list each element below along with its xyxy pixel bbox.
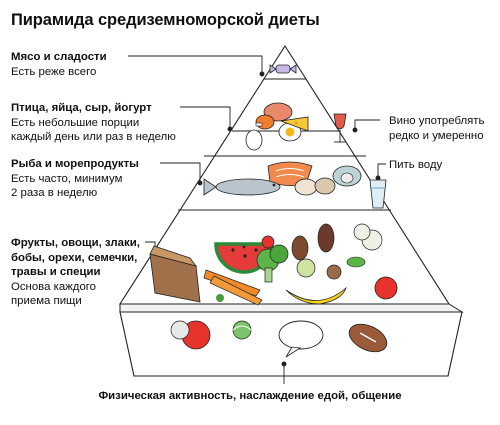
tier-desc: Есть небольшие порции bbox=[11, 116, 140, 129]
carrot-icon bbox=[203, 269, 263, 306]
wine-glass-icon bbox=[333, 113, 347, 143]
tier-heading: Мясо и сладости bbox=[11, 51, 107, 63]
leader-dot bbox=[197, 180, 203, 186]
cheese-icon bbox=[280, 116, 309, 132]
water-note: Пить воду bbox=[389, 159, 443, 171]
leader-line bbox=[377, 163, 386, 178]
leader-dot bbox=[352, 127, 358, 133]
fish-icon bbox=[203, 178, 281, 196]
leader-dot bbox=[375, 175, 381, 181]
tier-heading: травы и специи bbox=[11, 266, 101, 279]
base-caption: Физическая активность, наслаждение едой,… bbox=[98, 390, 402, 402]
tier-desc: приема пищи bbox=[11, 295, 82, 308]
egg-icon bbox=[245, 122, 302, 151]
tier-heading: Птица, яйца, сыр, йогурт bbox=[11, 102, 152, 114]
chicken-leg-icon bbox=[255, 114, 275, 130]
football-icon bbox=[348, 323, 388, 353]
tier-desc: каждый день или раз в неделю bbox=[11, 131, 176, 144]
tier-meat-sweets-label: Мясо и сладости Есть реже всего bbox=[11, 50, 107, 79]
leader-dot bbox=[259, 71, 265, 77]
tier-desc: 2 раза в неделю bbox=[11, 187, 98, 200]
mushroom-icon bbox=[294, 177, 336, 196]
tier-heading: бобы, орехи, семечки, bbox=[11, 251, 138, 264]
tier-desc: Есть реже всего bbox=[11, 65, 97, 78]
wine-note-line: редко и умеренно bbox=[389, 129, 484, 142]
tier-heading: Рыба и морепродукты bbox=[11, 158, 139, 170]
banana-icon bbox=[285, 286, 347, 305]
tier-fish-label: Рыба и морепродукты Есть часто, минимум … bbox=[11, 157, 139, 201]
tier-plants-label: Фрукты, овощи, злаки, бобы, орехи, семеч… bbox=[11, 236, 140, 309]
oyster-icon bbox=[332, 165, 362, 187]
tier-heading: Фрукты, овощи, злаки, bbox=[11, 237, 140, 249]
page-title: Пирамида средиземноморской диеты bbox=[11, 11, 320, 29]
eggplant-icon bbox=[291, 223, 335, 261]
leader-line bbox=[160, 162, 201, 183]
tennis-ball-icon bbox=[170, 320, 252, 350]
radish-icon bbox=[296, 258, 342, 280]
tier-poultry-label: Птица, яйца, сыр, йогурт Есть небольшие … bbox=[11, 101, 176, 145]
base-block bbox=[119, 303, 464, 313]
bread-icon bbox=[149, 245, 201, 303]
tier-desc: Есть часто, минимум bbox=[11, 172, 123, 185]
leader-dot bbox=[281, 361, 287, 367]
leader-dot bbox=[227, 126, 233, 132]
leader-line bbox=[180, 106, 231, 130]
water-glass-icon bbox=[369, 179, 387, 209]
chocolate-icon bbox=[216, 294, 224, 302]
leader-line bbox=[354, 119, 380, 130]
speech-bubble-icon bbox=[278, 320, 324, 358]
cauliflower-icon bbox=[346, 223, 383, 268]
tier-desc: Основа каждого bbox=[11, 280, 97, 293]
candy-icon bbox=[269, 64, 297, 74]
wine-note-line: Вино употреблять bbox=[389, 115, 485, 127]
broccoli-icon bbox=[256, 244, 289, 283]
tomato-icon bbox=[261, 235, 398, 300]
wine-note: Вино употреблять редко и умеренно bbox=[389, 114, 484, 143]
leader-line bbox=[128, 55, 263, 74]
